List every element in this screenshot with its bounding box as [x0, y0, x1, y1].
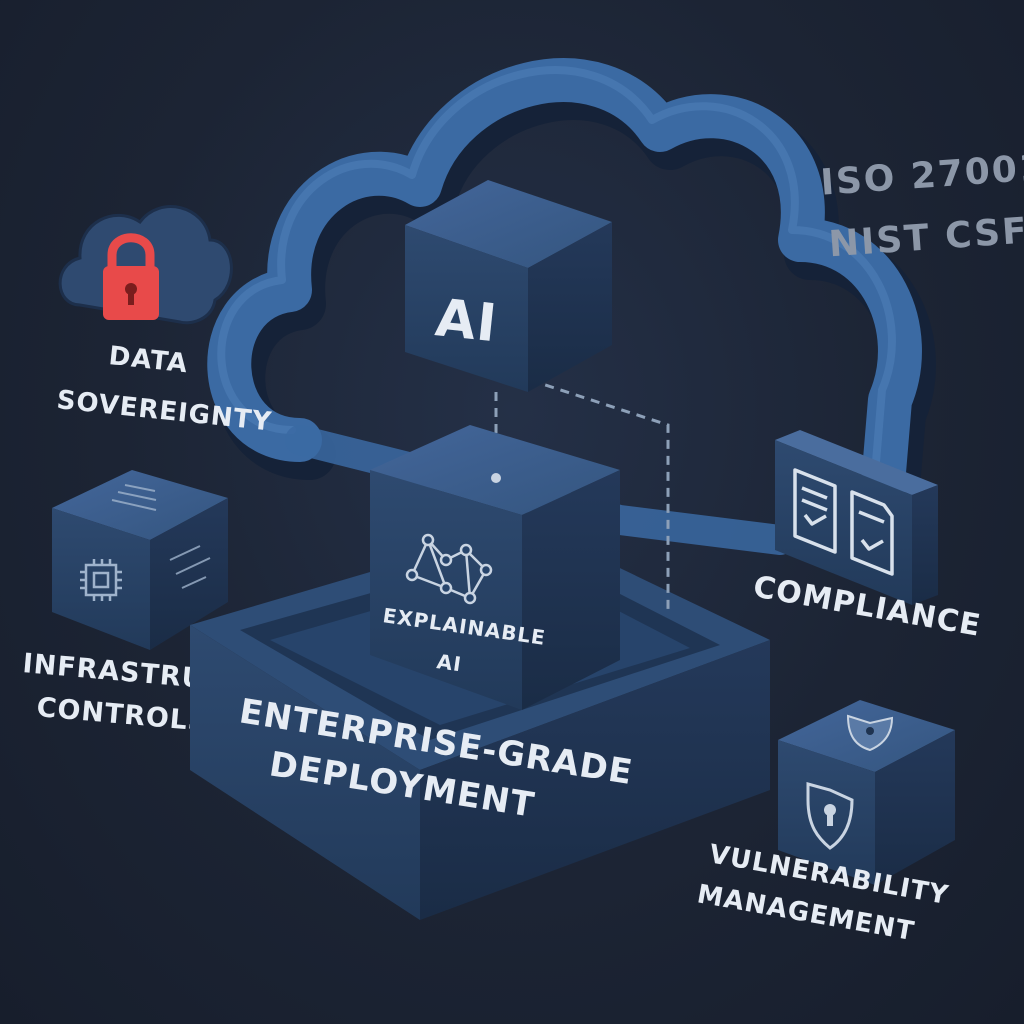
- shield-lock-icon: [846, 714, 894, 752]
- connector-dot: [491, 473, 501, 483]
- lock-icon: [103, 233, 159, 320]
- network-graph-icon: [405, 533, 493, 605]
- ai-label: AI: [433, 288, 501, 354]
- shield-icon: [806, 782, 854, 850]
- explainable-ai-cube: EXPLAINABLE AI: [370, 425, 620, 710]
- infrastructure-line2: CONTROLS: [35, 692, 209, 738]
- standards-line2: NIST CSF: [828, 210, 1024, 265]
- standards-line1: ISO 27001: [819, 147, 1024, 204]
- chip-icon: [80, 559, 122, 601]
- data-sovereignty-line1: DATA: [107, 341, 189, 379]
- explainable-line2: AI: [435, 649, 463, 676]
- compliance-node: COMPLIANCE: [751, 430, 984, 644]
- standards-label: ISO 27001 NIST CSF: [819, 147, 1024, 265]
- ai-cube: AI: [405, 180, 612, 392]
- circuit-lines: [111, 484, 211, 589]
- document-check-icon: [793, 468, 894, 576]
- infrastructure-cube: INFRASTRUCT CONTROLS: [21, 470, 246, 738]
